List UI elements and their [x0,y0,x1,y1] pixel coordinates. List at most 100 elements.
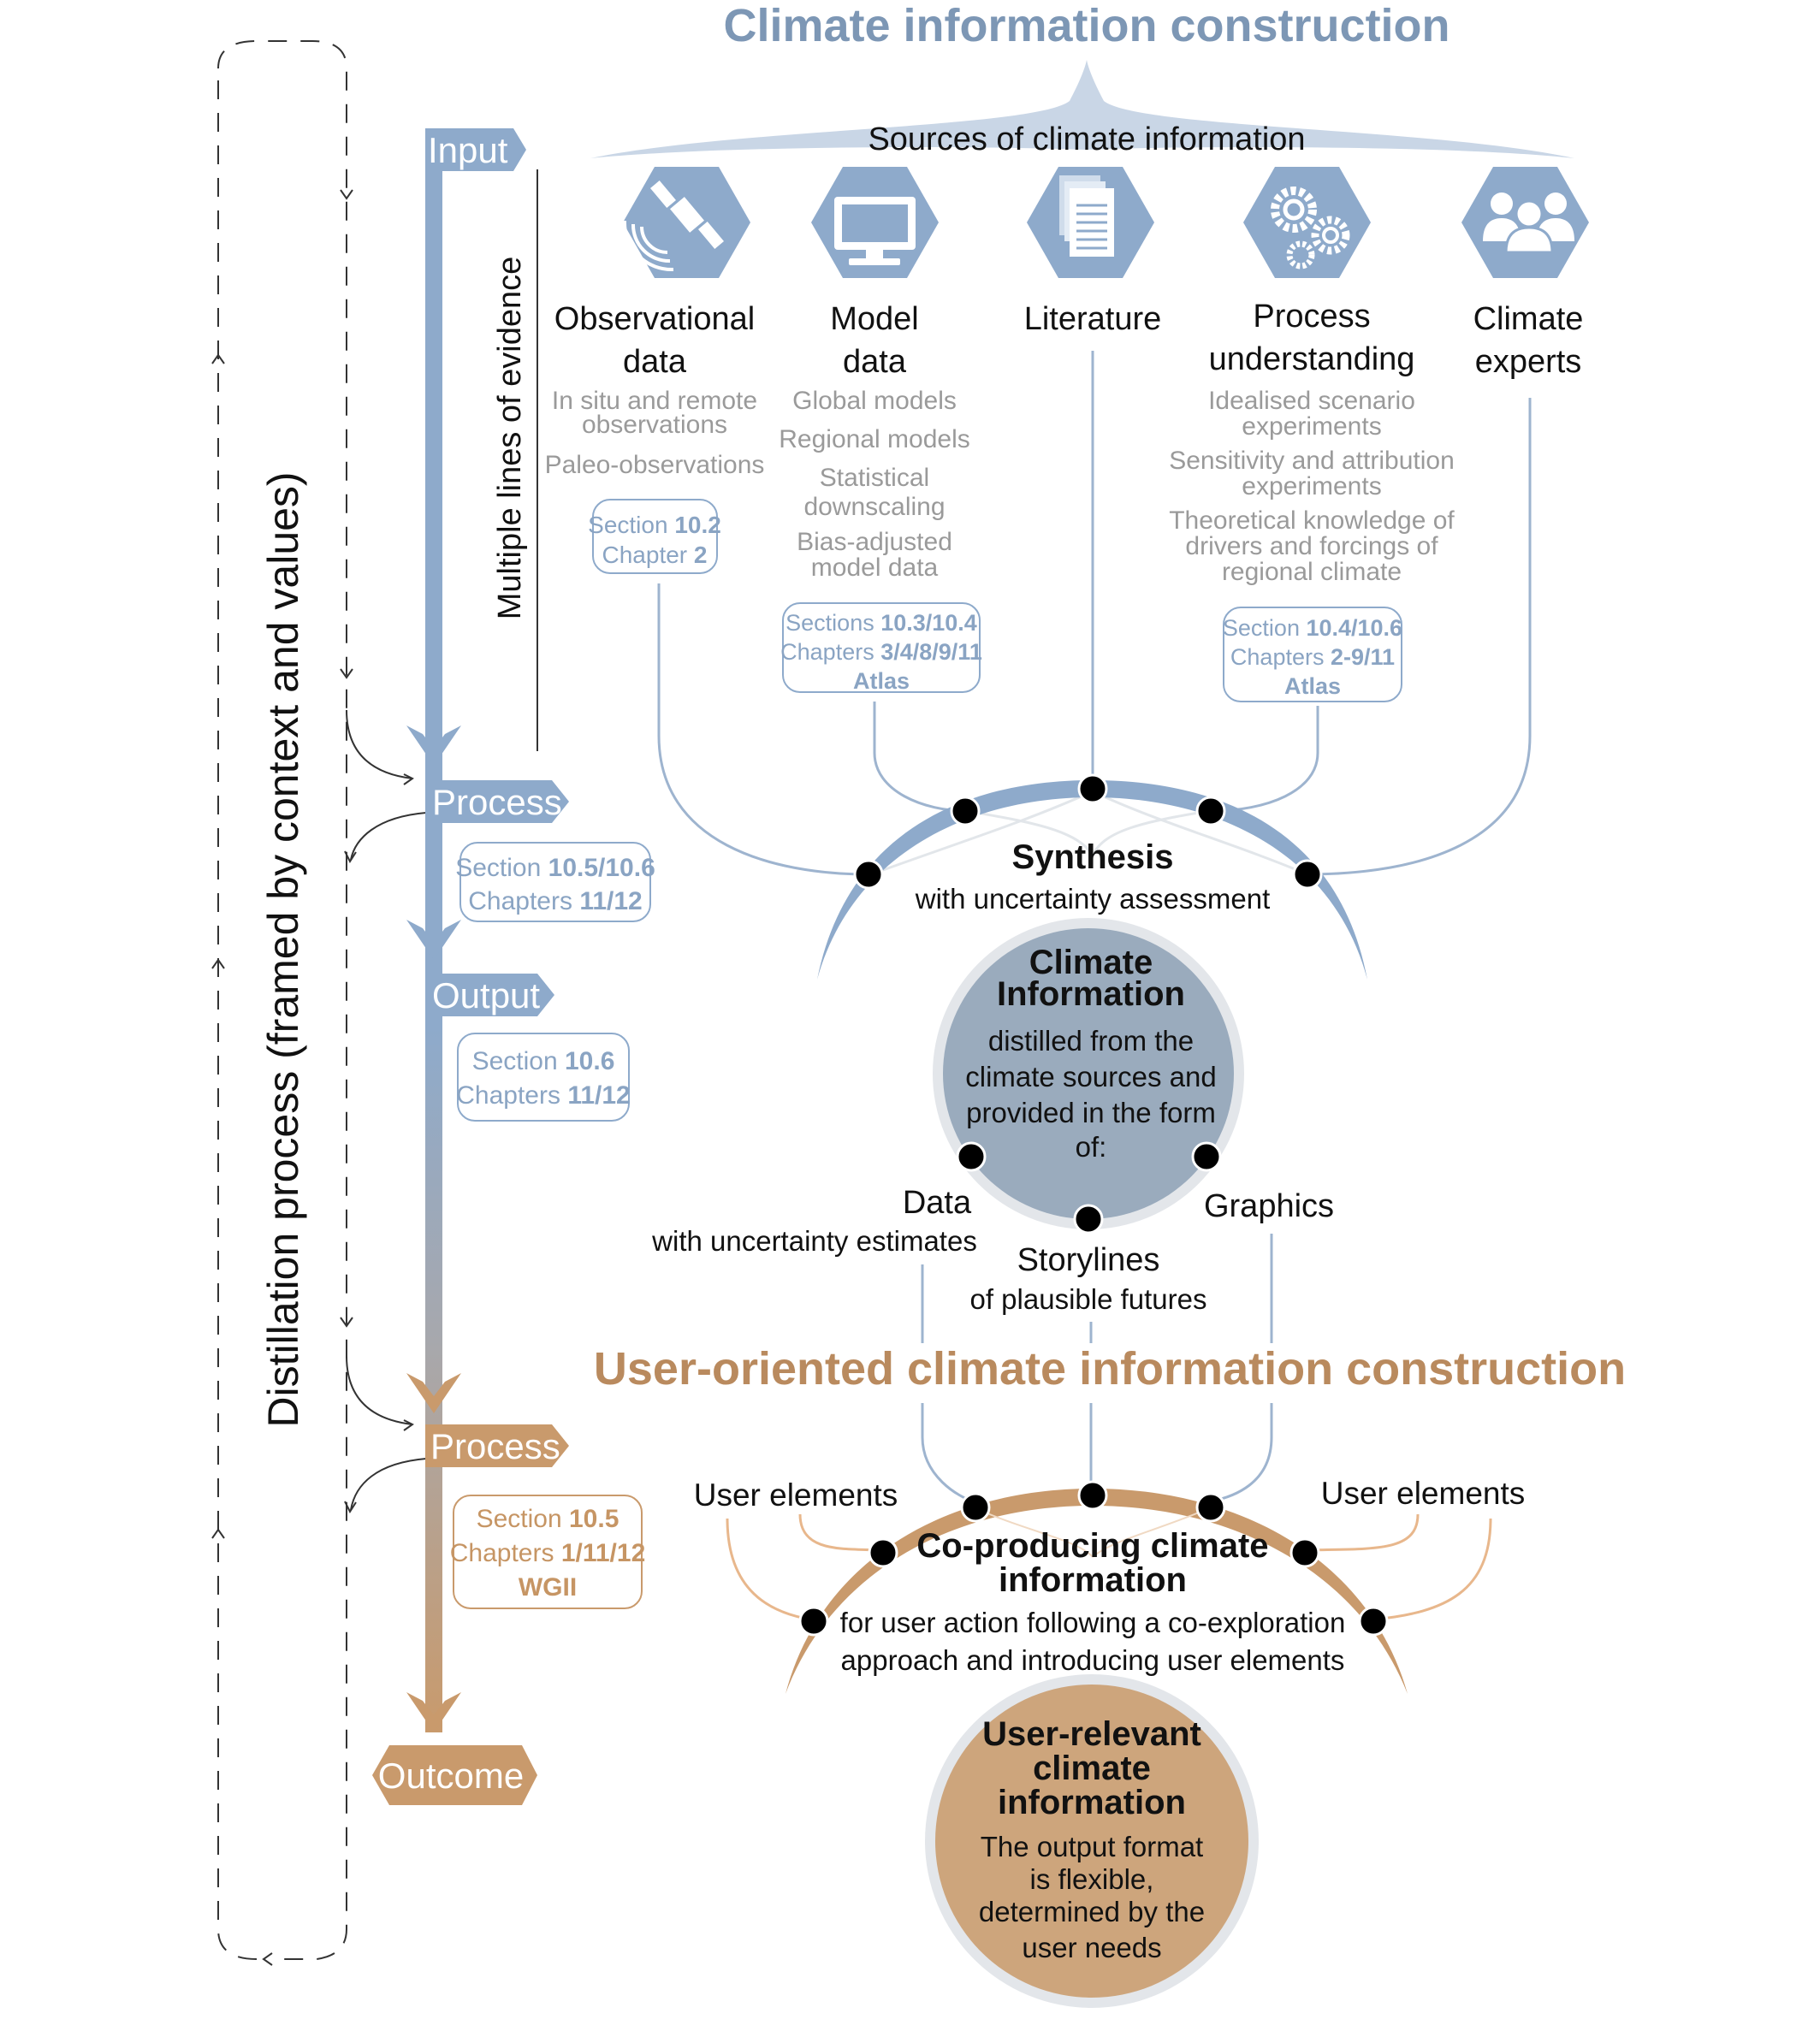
distillation-loop [217,40,347,1960]
stage-output: Output [425,974,554,1016]
svg-text:drivers and forcings of: drivers and forcings of [1185,532,1438,560]
source-experts: Climate experts [1473,301,1584,380]
svg-text:regional climate: regional climate [1222,558,1402,586]
climate-info-body-1: distilled from the [988,1025,1194,1057]
coproduce-body-2: approach and introducing user elements [841,1644,1345,1676]
climate-info-body-3: provided in the form [966,1097,1216,1128]
svg-text:Literature: Literature [1024,301,1162,337]
process2-ref-box: Section 10.5 Chapters 1/11/12 WGII [450,1495,645,1609]
user-info-circle [935,1685,1248,1998]
svg-text:Atlas: Atlas [1284,673,1341,699]
svg-text:data: data [843,344,907,380]
svg-text:understanding: understanding [1209,341,1415,377]
form-graphics: Graphics [1204,1188,1334,1224]
coproduce-title-2: information [999,1561,1187,1599]
stage-outcome: Outcome [372,1745,537,1805]
stage-input: Input [425,128,526,171]
form-storylines-sub: of plausible futures [969,1283,1206,1315]
source-literature: Literature [1024,301,1162,337]
synthesis-subtitle: with uncertainty assessment [915,883,1271,915]
form-data: Data [903,1185,972,1221]
coproduce-body-1: for user action following a co-explorati… [840,1607,1346,1638]
user-elements-right: User elements [1321,1476,1526,1511]
middle-title: User-oriented climate information constr… [594,1343,1626,1394]
svg-text:Atlas: Atlas [853,668,910,694]
svg-text:downscaling: downscaling [803,493,945,521]
svg-text:Paleo-observations: Paleo-observations [545,451,765,479]
top-title: Climate information construction [723,0,1449,51]
svg-text:Observational: Observational [554,301,755,337]
hex-process [1243,167,1371,278]
satellite-icon [622,181,725,272]
svg-text:model data: model data [811,554,939,582]
user-info-body-3: determined by the [979,1896,1205,1927]
source-process: Process understanding Idealised scenario… [1169,299,1455,702]
user-info-title-3: information [998,1784,1186,1821]
sources-label: Sources of climate information [868,121,1305,157]
svg-text:experiments: experiments [1242,412,1381,441]
svg-text:Section 10.5/10.6: Section 10.5/10.6 [455,854,655,882]
climate-info-title-2: Information [997,975,1185,1013]
climate-info-body-2: climate sources and [965,1061,1216,1092]
people-icon [1483,192,1574,254]
form-connector-lines [921,1234,1273,1503]
hex-experts [1461,167,1589,278]
form-data-sub: with uncertainty estimates [651,1225,977,1257]
svg-text:experts: experts [1475,344,1582,380]
svg-text:Chapters 3/4/8/9/11: Chapters 3/4/8/9/11 [780,639,982,665]
synthesis-title: Synthesis [1012,838,1174,876]
loop-arrowheads [211,189,353,1966]
output-ref-box: Section 10.6 Chapters 11/12 [456,1033,631,1122]
form-storylines: Storylines [1017,1242,1160,1278]
svg-text:Output: Output [432,975,540,1015]
stage-process-2: Process [425,1424,569,1467]
svg-text:data: data [623,344,687,380]
svg-text:Process: Process [1253,299,1370,335]
hex-observational [622,167,750,278]
user-element-curves [726,1513,1492,1621]
svg-text:Section 10.5: Section 10.5 [477,1505,620,1533]
svg-text:Idealised scenario: Idealised scenario [1208,387,1415,415]
stage-process-1: Process [425,780,569,823]
hex-literature [1027,167,1154,278]
process1-ref-box: Section 10.5/10.6 Chapters 11/12 [455,842,655,922]
user-elements-left: User elements [694,1477,898,1513]
svg-text:experiments: experiments [1242,472,1381,500]
climate-info-title: Climate [1029,944,1153,981]
svg-text:Input: Input [428,130,508,170]
svg-text:In situ and remote: In situ and remote [552,387,757,415]
synthesis-nodes [853,773,1323,890]
synthesis-web-lines [870,790,1308,876]
user-info-body-2: is flexible, [1030,1863,1154,1895]
svg-text:Process: Process [432,782,562,822]
distillation-label: Distillation process (framed by context … [259,471,307,1427]
svg-text:Chapter 2: Chapter 2 [602,542,708,568]
user-info-body-1: The output format [981,1831,1203,1862]
svg-text:Chapters 11/12: Chapters 11/12 [456,1081,631,1110]
svg-text:Sections 10.3/10.4: Sections 10.3/10.4 [786,610,977,636]
svg-text:Bias-adjusted: Bias-adjusted [797,528,952,556]
coproduce-title-1: Co-producing climate [916,1527,1268,1565]
svg-text:Climate: Climate [1473,301,1584,337]
svg-text:WGII: WGII [519,1573,577,1602]
loop-connectors [344,709,427,1514]
svg-text:Theoretical knowledge of: Theoretical knowledge of [1169,506,1455,535]
climate-info-body-4: of: [1076,1131,1107,1163]
svg-text:Process: Process [430,1426,560,1466]
svg-text:Chapters 2-9/11: Chapters 2-9/11 [1230,644,1395,670]
user-info-title-1: User-relevant [982,1715,1201,1753]
monitor-icon [834,197,916,265]
user-info-title-2: climate [1033,1750,1151,1787]
svg-text:Global models: Global models [792,387,957,415]
coproduce-web-lines [975,1507,1210,1558]
climate-info-nodes [956,1141,1222,1235]
svg-text:Statistical: Statistical [820,464,929,492]
hex-model [811,167,939,278]
svg-text:Model: Model [830,301,919,337]
svg-text:Regional models: Regional models [779,425,969,453]
source-observational: Observational data In situ and remote ob… [545,301,765,574]
sources-brace [590,60,1574,158]
source-model: Model data Global models Regional models… [779,301,982,694]
svg-text:observations: observations [582,411,727,439]
